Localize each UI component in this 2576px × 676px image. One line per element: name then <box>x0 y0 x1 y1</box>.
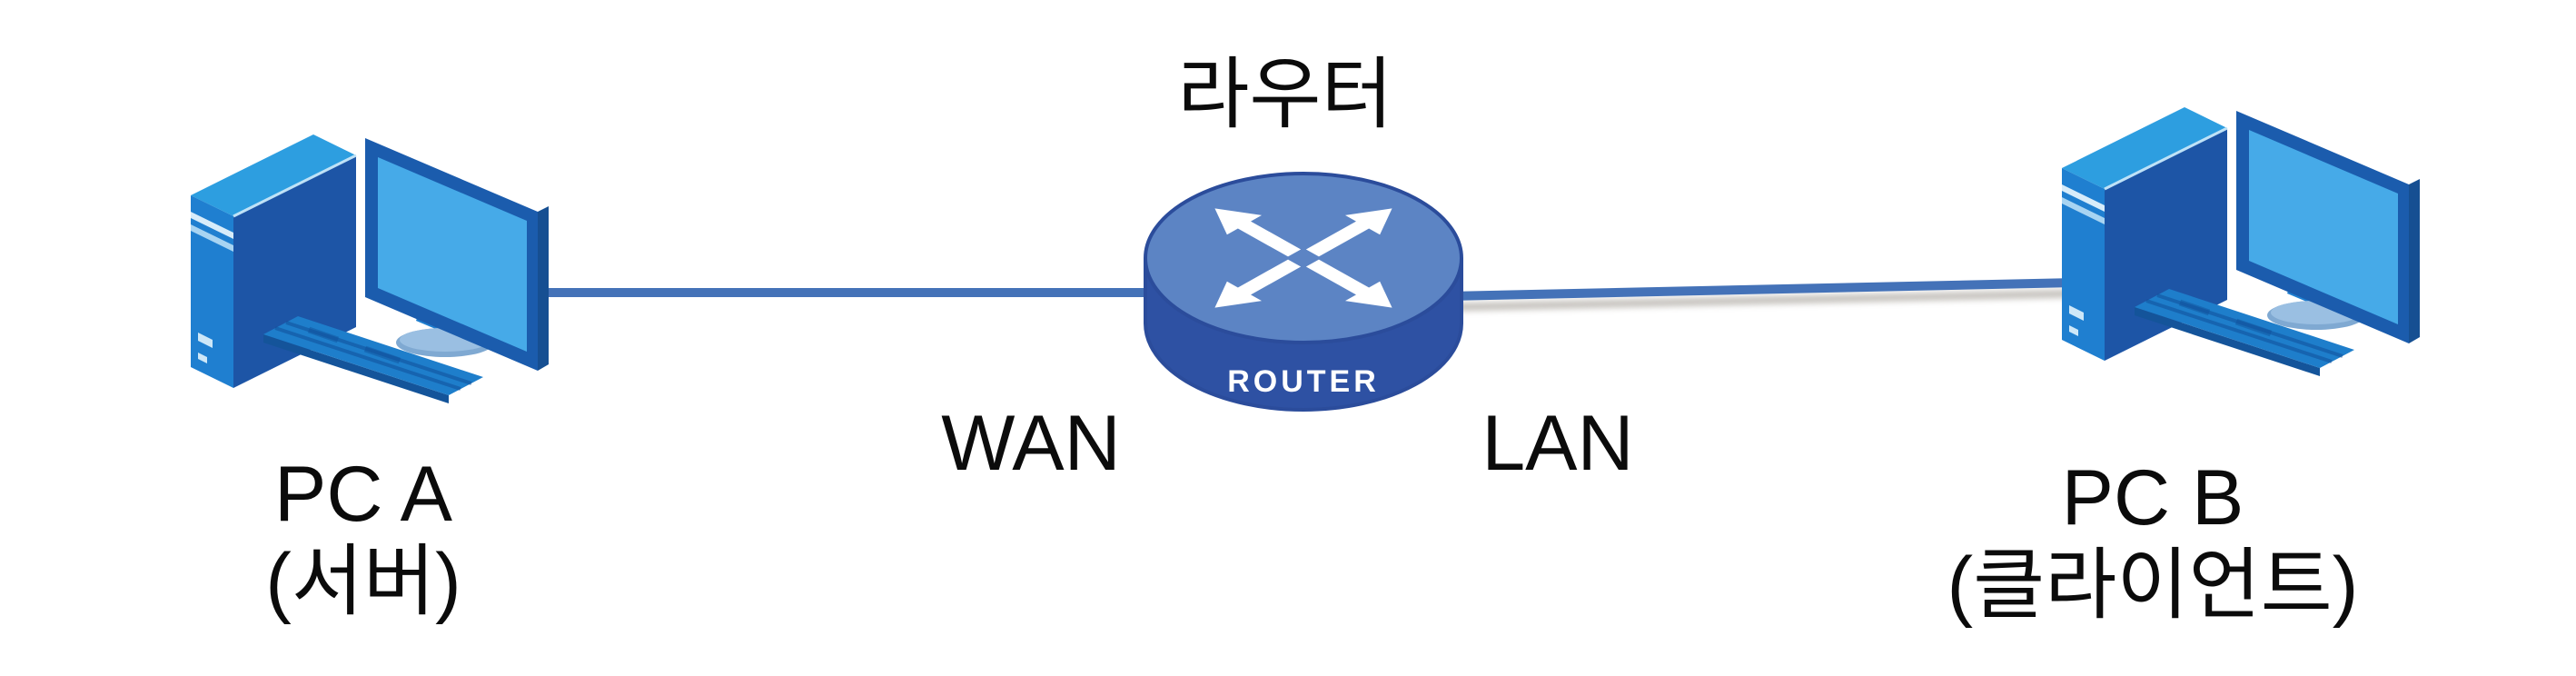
router-cylinder: ROUTER <box>1144 172 1463 412</box>
lan-label: LAN <box>1481 400 1634 487</box>
router-top <box>1144 172 1463 344</box>
keyboard-key-cluster-2 <box>363 345 401 364</box>
tower-drive-bay-1 <box>2062 184 2105 212</box>
pc-b-node <box>1998 36 2434 436</box>
pc-a-label: PC A (서버) <box>136 451 590 626</box>
arrow-up-left-icon <box>1214 208 1302 257</box>
tower-button <box>198 333 213 348</box>
pc-b-title: PC B <box>2061 454 2244 542</box>
arrow-up-right-icon <box>1305 208 1392 257</box>
keyboard-key-row-1 <box>274 326 461 391</box>
pc-b-subtitle: (클라이언트) <box>1947 542 2359 630</box>
monitor-side-edge <box>2409 179 2420 343</box>
monitor-screen <box>2249 130 2398 324</box>
tower-drive-bay-1 <box>191 212 233 239</box>
keyboard-key-row-2 <box>285 321 472 385</box>
wan-label: WAN <box>941 400 1121 487</box>
lan-link-line <box>1448 278 2076 301</box>
router-side-outline <box>1144 258 1463 412</box>
arrow-down-right-icon <box>1305 259 1392 308</box>
lan-link-shadow <box>1452 289 2076 312</box>
pc-a-subtitle: (서버) <box>265 538 461 626</box>
keyboard-key-row-2 <box>2156 293 2343 358</box>
router-device-text: ROUTER <box>1227 364 1380 399</box>
desktop-computer-icon <box>191 134 549 403</box>
pc-a-title: PC A <box>274 451 452 538</box>
tower-led <box>198 353 207 363</box>
tower-top-face <box>2062 107 2227 189</box>
router-label: 라우터 <box>1177 51 1393 138</box>
monitor-side-edge <box>538 206 549 371</box>
arrow-down-left-icon <box>1214 259 1302 308</box>
tower-top-face <box>191 134 356 216</box>
keyboard-body <box>263 316 483 395</box>
keyboard-key-row-1 <box>2145 299 2333 363</box>
tower-led <box>2069 325 2078 336</box>
pc-b-label: PC B (클라이언트) <box>1898 454 2407 630</box>
keyboard-key-cluster-1 <box>307 326 340 343</box>
pc-a-computer-icon <box>191 134 549 403</box>
desktop-computer-icon <box>2062 107 2420 376</box>
pc-a-node <box>127 64 563 463</box>
keyboard-edge <box>263 334 449 403</box>
keyboard-key-cluster-1 <box>2178 299 2211 316</box>
router-node: ROUTER <box>1131 164 1476 432</box>
keyboard-key-cluster-2 <box>2234 318 2273 337</box>
keyboard-edge <box>2135 307 2320 376</box>
monitor-screen <box>378 157 527 352</box>
keyboard-body <box>2135 289 2354 368</box>
tower-edge-highlight <box>2104 126 2228 191</box>
tower-drive-bay-2 <box>2062 197 2105 224</box>
router-arrows <box>1214 208 1392 308</box>
tower-edge-highlight <box>233 154 357 218</box>
router-icon: ROUTER <box>1144 172 1463 412</box>
tower-button <box>2069 305 2084 321</box>
tower-drive-bay-2 <box>191 224 233 252</box>
pc-b-computer-icon <box>2062 107 2420 376</box>
